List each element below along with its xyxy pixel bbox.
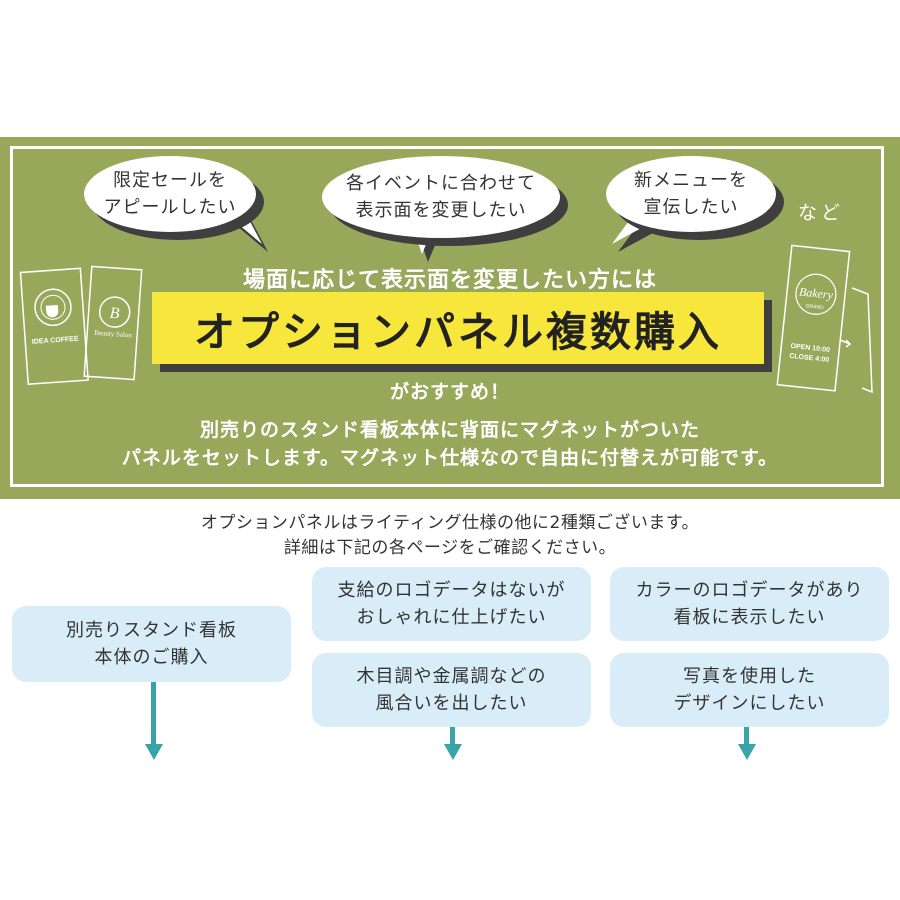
left-panels-illustration: IDEA COFFEE B Beauty Salon (19, 265, 143, 386)
option-box-purchase-stand[interactable]: 別売りスタンド看板 本体のご購入 (12, 606, 291, 682)
svg-text:B: B (109, 305, 120, 323)
highlight-title: オプションパネル複数購入 (194, 308, 722, 356)
arrow-stem (450, 727, 455, 744)
arrow-down-icon (444, 744, 462, 760)
svg-text:IDEA COFFEE: IDEA COFFEE (32, 336, 80, 346)
option-box-texture[interactable]: 木目調や金属調などの 風合いを出したい (312, 653, 591, 727)
option-text: おしゃれに仕上げたい (356, 607, 547, 628)
option-text: 看板に表示したい (673, 607, 826, 628)
svg-text:CLOSE 4:00: CLOSE 4:00 (789, 353, 830, 364)
option-text: 別売りスタンド看板 (66, 620, 237, 641)
arrow-down-icon (145, 744, 163, 760)
description-line-1: 別売りのスタンド看板本体に背面にマグネットがついた (199, 419, 700, 441)
svg-text:OPEN 10:00: OPEN 10:00 (790, 343, 830, 354)
arrow-down-icon (738, 744, 756, 760)
option-text: デザインにしたい (673, 693, 826, 714)
highlight-box (152, 292, 764, 364)
arrow-stem (151, 682, 156, 744)
option-box-no-logo[interactable]: 支給のロゴデータはないが おしゃれに仕上げたい (312, 567, 591, 641)
arrow-stem (744, 727, 749, 744)
option-box-photo[interactable]: 写真を使用した デザインにしたい (610, 653, 889, 727)
banner-frame (10, 146, 884, 487)
svg-text:Beauty Salon: Beauty Salon (94, 329, 132, 340)
bubble-text: 新メニューを (634, 170, 748, 191)
description-line-2: パネルをセットします。マグネット仕様なので自由に付替えが可能です。 (121, 447, 779, 469)
bubble-text: 限定セールを (113, 170, 227, 191)
svg-text:GRAND: GRAND (805, 303, 824, 311)
speech-bubble-sale: 限定セールを アピールしたい (84, 156, 256, 232)
bubble-text: 表示面を変更したい (355, 200, 527, 221)
svg-text:Bakery: Bakery (798, 285, 834, 303)
option-text: 支給のロゴデータはないが (337, 580, 566, 601)
bubble-text: アピールしたい (103, 197, 237, 218)
bubble-text: 各イベントに合わせて (346, 173, 536, 194)
headline: 場面に応じて表示面を変更したい方には (242, 268, 657, 293)
option-text: カラーのロゴデータがあり (635, 580, 864, 601)
option-box-color-logo[interactable]: カラーのロゴデータがあり 看板に表示したい (610, 567, 889, 641)
etc-label: など (798, 202, 845, 224)
bubble-text: 宣伝したい (643, 197, 739, 218)
note-line-2: 詳細は下記の各ページをご確認ください。 (283, 538, 617, 558)
option-text: 木目調や金属調などの (356, 666, 547, 687)
option-text: 風合いを出したい (375, 693, 528, 714)
speech-bubble-event: 各イベントに合わせて 表示面を変更したい (322, 156, 560, 238)
note-line-1: オプションパネルはライティング仕様の他に2種類ございます。 (200, 513, 700, 533)
speech-bubble-menu: 新メニューを 宣伝したい (606, 156, 776, 232)
right-panel-illustration: Bakery GRAND OPEN 10:00 CLOSE 4:00 (776, 244, 873, 394)
option-text: 本体のご購入 (94, 647, 209, 668)
option-text: 写真を使用した (683, 666, 816, 687)
recommend-text: がおすすめ！ (389, 381, 510, 403)
